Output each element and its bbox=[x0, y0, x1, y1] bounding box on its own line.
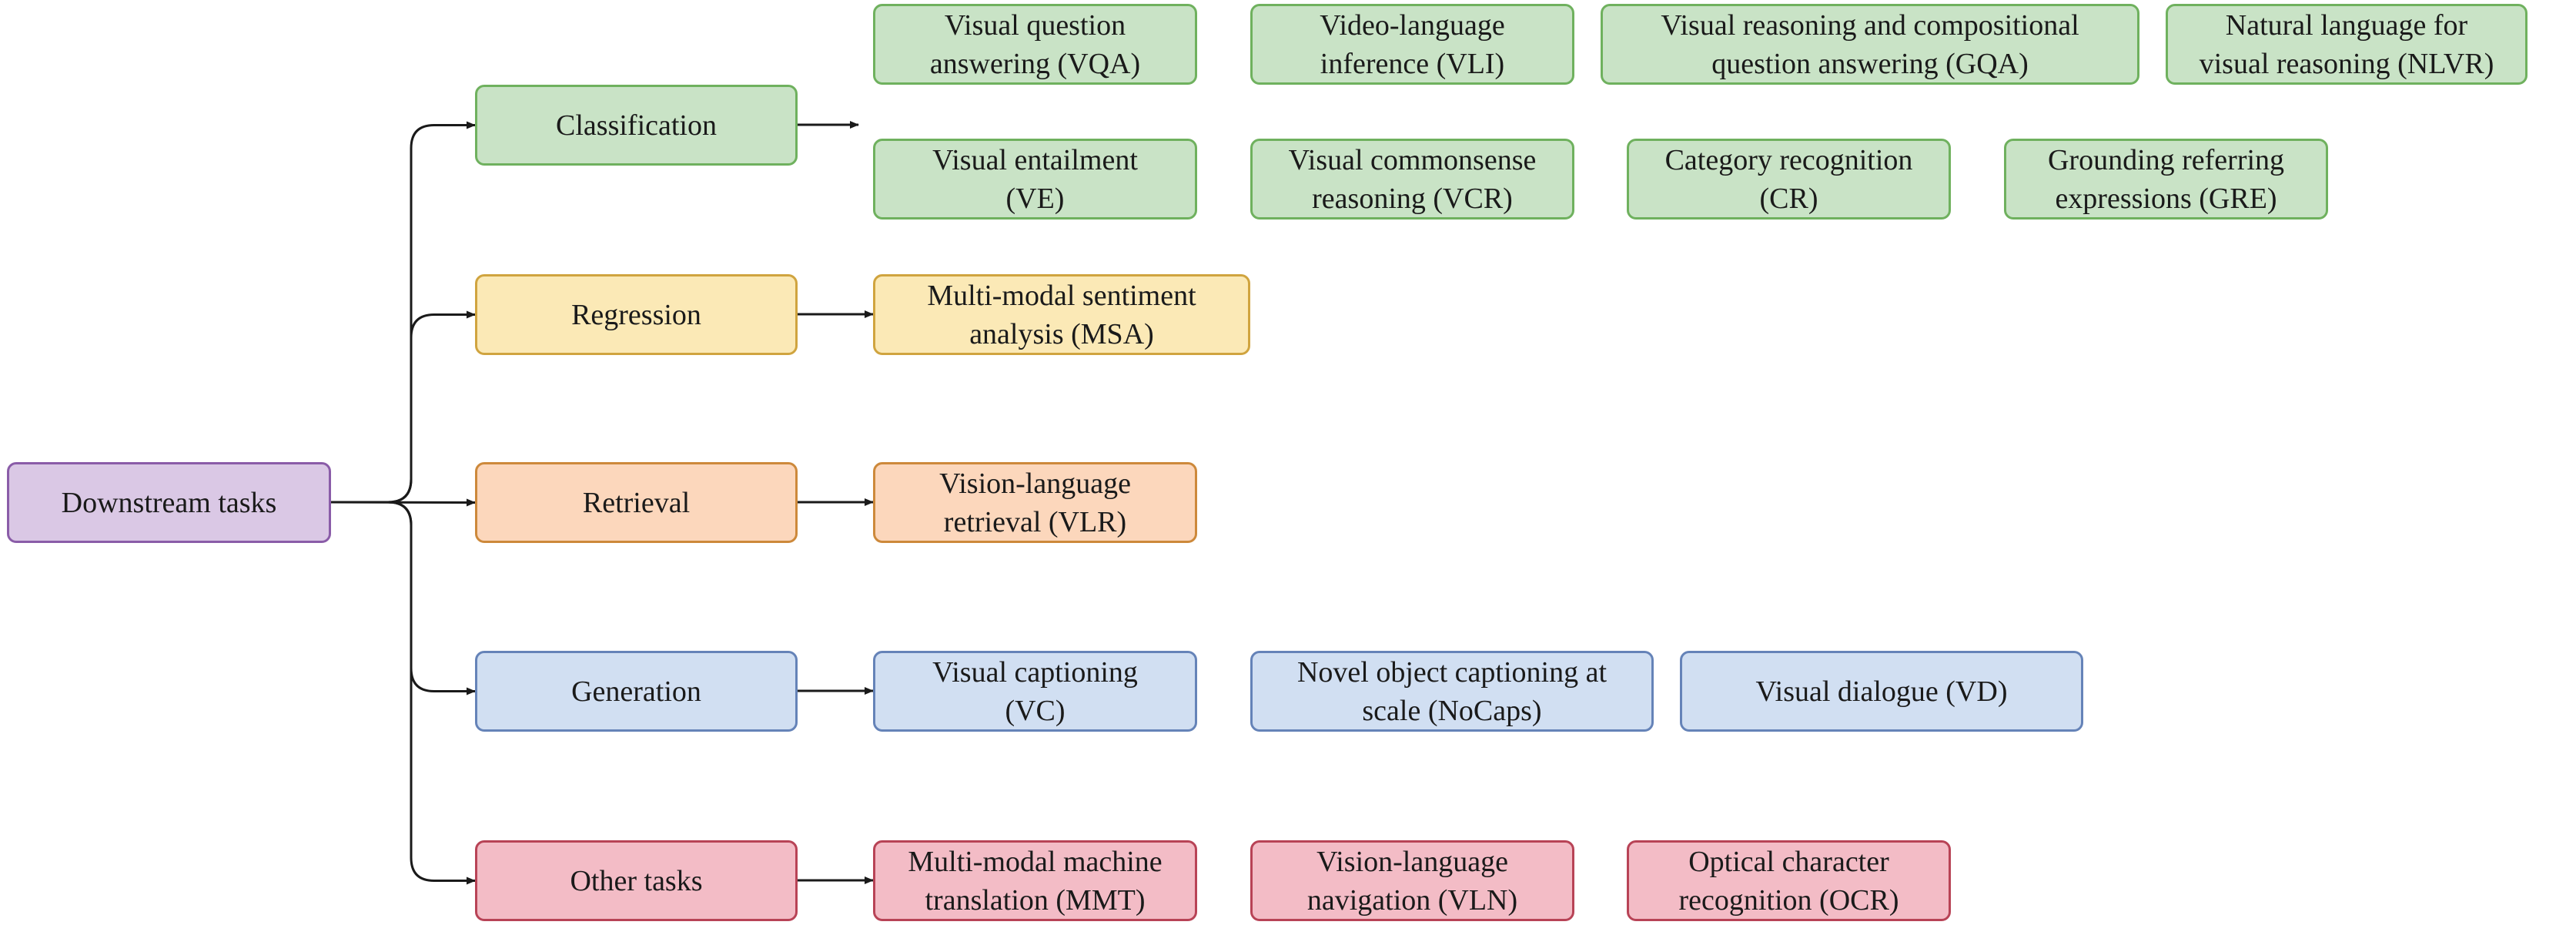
category-label: Other tasks bbox=[570, 864, 703, 897]
root-label: Downstream tasks bbox=[61, 486, 277, 519]
category-ret: Retrieval bbox=[475, 462, 798, 543]
task-node-cls-2: Video-language inference (VLI) bbox=[1250, 4, 1574, 85]
task-label-line: answering (VQA) bbox=[929, 47, 1141, 80]
task-node-ret-1: Vision-language retrieval (VLR) bbox=[873, 462, 1197, 543]
task-label-line: Natural language for bbox=[2225, 8, 2468, 42]
task-label-line: Optical character bbox=[1688, 845, 1889, 878]
task-label-line: Multi-modal sentiment bbox=[927, 279, 1196, 312]
task-label-line: Visual dialogue (VD) bbox=[1755, 675, 2008, 708]
root-node: Downstream tasks bbox=[7, 462, 331, 543]
task-label-line: Vision-language bbox=[939, 467, 1131, 500]
root-to-category-arrow bbox=[331, 310, 476, 504]
task-node-gen-3: Visual dialogue (VD) bbox=[1680, 651, 2083, 732]
category-reg: Regression bbox=[475, 274, 798, 355]
task-label-line: expressions (GRE) bbox=[2055, 182, 2277, 215]
task-node-cls-6: Visual commonsense reasoning (VCR) bbox=[1250, 139, 1574, 220]
task-label-line: recognition (OCR) bbox=[1678, 883, 1899, 917]
task-node-cls-8: Grounding referring expressions (GRE) bbox=[2004, 139, 2328, 220]
root-to-category-arrow bbox=[331, 501, 476, 885]
category-label: Classification bbox=[556, 109, 717, 142]
task-label-line: reasoning (VCR) bbox=[1312, 182, 1513, 215]
task-label-line: navigation (VLN) bbox=[1306, 883, 1518, 917]
task-label-line: (VC) bbox=[1005, 694, 1066, 727]
task-label-line: inference (VLI) bbox=[1320, 47, 1505, 80]
task-node-cls-5: Visual entailment (VE) bbox=[873, 139, 1197, 220]
category-cls: Classification bbox=[475, 85, 798, 166]
task-label-line: Grounding referring bbox=[2047, 143, 2285, 176]
task-label-line: Visual commonsense bbox=[1288, 143, 1537, 176]
task-label-line: analysis (MSA) bbox=[969, 317, 1154, 350]
task-node-oth-1: Multi-modal machine translation (MMT) bbox=[873, 840, 1197, 921]
task-label-line: retrieval (VLR) bbox=[943, 505, 1127, 538]
task-node-gen-2: Novel object captioning at scale (NoCaps) bbox=[1250, 651, 1654, 732]
task-node-gen-1: Visual captioning (VC) bbox=[873, 651, 1197, 732]
task-label-line: Visual captioning bbox=[932, 655, 1138, 689]
task-node-cls-1: Visual question answering (VQA) bbox=[873, 4, 1197, 85]
task-label-line: Visual reasoning and compositional bbox=[1661, 8, 2079, 42]
task-label-line: Novel object captioning at bbox=[1296, 655, 1607, 689]
task-node-oth-2: Vision-language navigation (VLN) bbox=[1250, 840, 1574, 921]
task-node-oth-3: Optical character recognition (OCR) bbox=[1627, 840, 1951, 921]
task-label-line: Category recognition bbox=[1664, 143, 1913, 176]
task-node-cls-3: Visual reasoning and compositional questi… bbox=[1601, 4, 2139, 85]
task-node-cls-7: Category recognition (CR) bbox=[1627, 139, 1951, 220]
task-label-line: Vision-language bbox=[1316, 845, 1508, 878]
task-label-line: scale (NoCaps) bbox=[1362, 694, 1542, 727]
task-node-cls-4: Natural language for visual reasoning (NL… bbox=[2166, 4, 2527, 85]
task-label-line: (VE) bbox=[1005, 182, 1065, 215]
task-node-reg-1: Multi-modal sentiment analysis (MSA) bbox=[873, 274, 1250, 355]
task-label-line: Visual question bbox=[944, 8, 1126, 42]
task-label-line: (CR) bbox=[1759, 182, 1818, 215]
root-to-category-arrow bbox=[331, 501, 476, 695]
category-label: Regression bbox=[571, 298, 701, 331]
category-oth: Other tasks bbox=[475, 840, 798, 921]
task-label-line: Multi-modal machine bbox=[908, 845, 1163, 878]
category-label: Retrieval bbox=[582, 486, 691, 519]
task-label-line: visual reasoning (NLVR) bbox=[2199, 47, 2494, 80]
task-label-line: question answering (GQA) bbox=[1711, 47, 2029, 80]
category-label: Generation bbox=[571, 675, 701, 708]
task-label-line: translation (MMT) bbox=[925, 883, 1146, 917]
task-label-line: Video-language bbox=[1320, 8, 1505, 42]
category-gen: Generation bbox=[475, 651, 798, 732]
task-label-line: Visual entailment bbox=[932, 143, 1138, 176]
